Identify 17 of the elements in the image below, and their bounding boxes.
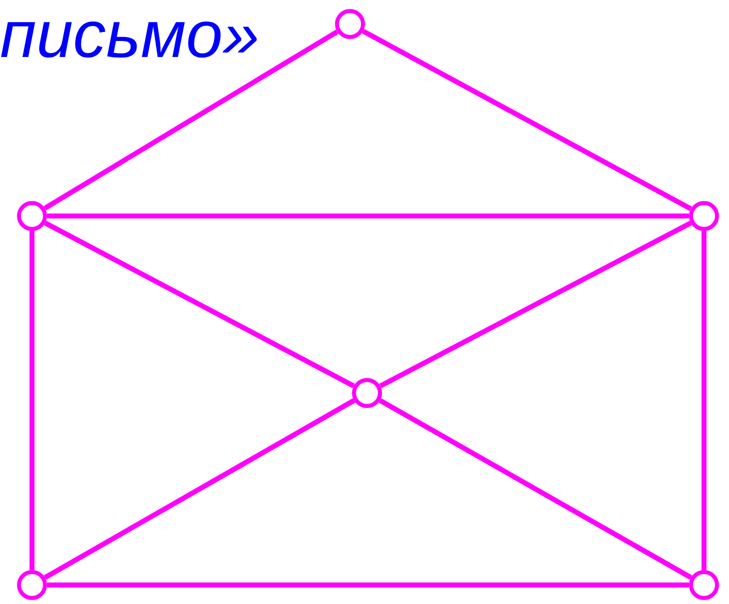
graph-edge (30, 231, 34, 570)
graph-edge (44, 398, 356, 580)
graph-edge (362, 28, 692, 212)
title: письмо» (0, 0, 260, 71)
graph-edge (44, 30, 338, 210)
graph-vertex (335, 9, 365, 39)
graph-vertex (17, 201, 47, 231)
graph-edge (379, 220, 692, 388)
graph-edge (44, 220, 355, 388)
graph-vertex (352, 378, 382, 408)
graph-vertex (17, 570, 47, 600)
graph-vertex (689, 570, 719, 600)
graph-edge (47, 582, 689, 588)
graph-edge (702, 231, 706, 570)
graph-edge (47, 214, 689, 218)
graph-vertex (689, 201, 719, 231)
graph-edge (378, 398, 692, 580)
